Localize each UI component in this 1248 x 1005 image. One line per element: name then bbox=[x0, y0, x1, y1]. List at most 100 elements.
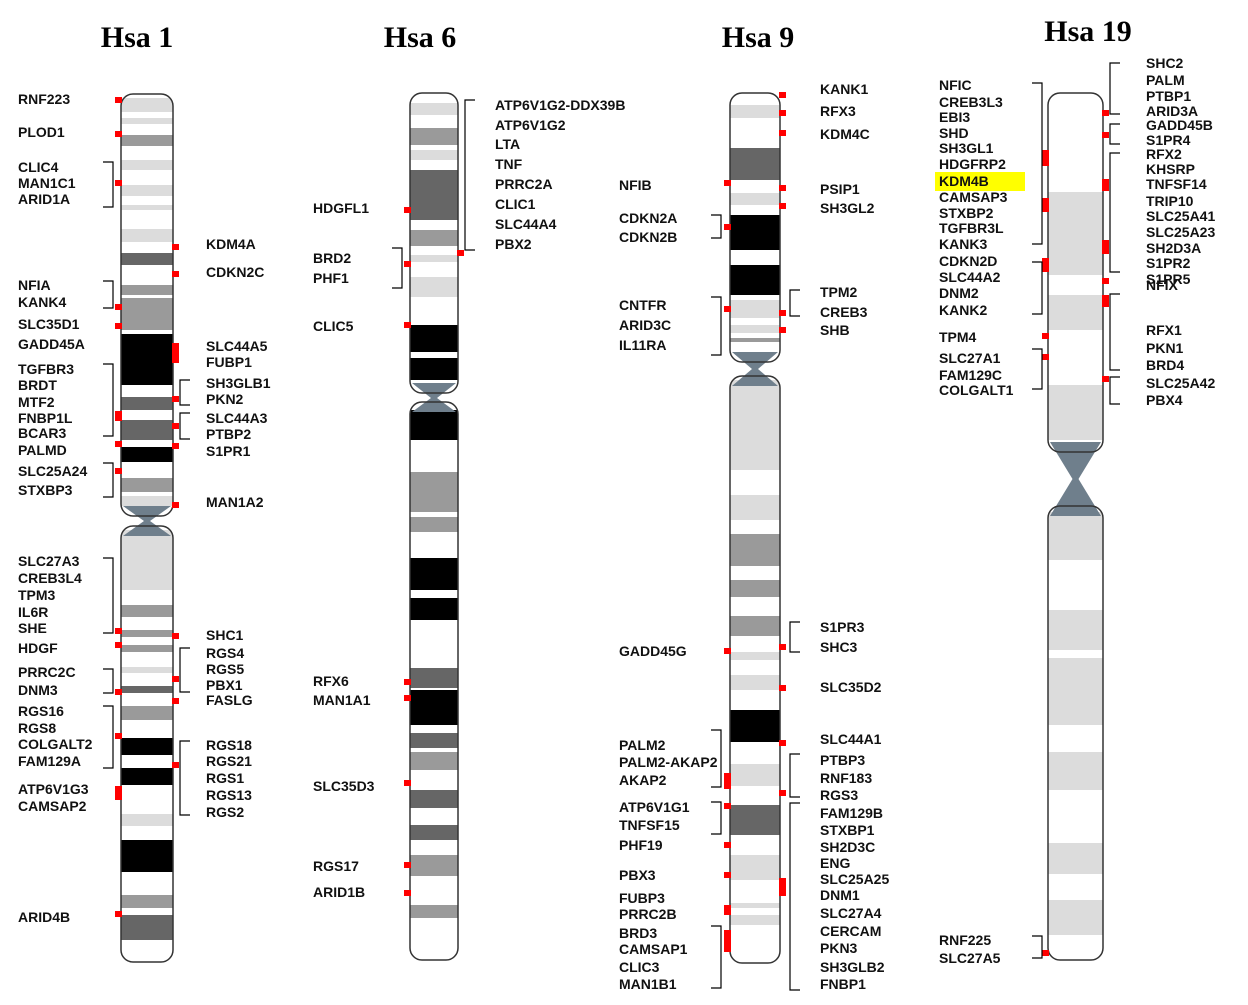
p-arm bbox=[409, 92, 459, 394]
label-bracket bbox=[1109, 376, 1120, 405]
gene-label: LTA bbox=[495, 136, 520, 152]
chromosome-band bbox=[121, 334, 173, 385]
gene-label: SHC2 bbox=[1146, 55, 1184, 71]
chromosome-band bbox=[730, 710, 780, 742]
gene-label: PTBP2 bbox=[206, 426, 251, 442]
gene-marker bbox=[172, 676, 179, 682]
gene-marker bbox=[724, 842, 731, 848]
gene-label: RGS4 bbox=[206, 645, 244, 661]
chromosome-band bbox=[410, 517, 458, 532]
gene-label: PRRC2B bbox=[619, 906, 677, 922]
gene-label: RNF225 bbox=[939, 932, 991, 948]
gene-label: TRIP10 bbox=[1146, 193, 1194, 209]
gene-label: NFIC bbox=[939, 77, 972, 93]
label-bracket bbox=[789, 289, 800, 317]
gene-marker bbox=[172, 271, 179, 277]
gene-label: RNF223 bbox=[18, 91, 70, 107]
gene-label: RGS21 bbox=[206, 753, 252, 769]
label-bracket bbox=[1032, 935, 1043, 959]
chromosome-band bbox=[1048, 610, 1103, 650]
gene-label: PALM2 bbox=[619, 737, 666, 753]
gene-label: RGS17 bbox=[313, 858, 359, 874]
gene-label: CNTFR bbox=[619, 297, 666, 313]
gene-marker bbox=[404, 862, 411, 868]
label-bracket bbox=[1109, 123, 1120, 145]
gene-marker bbox=[172, 502, 179, 508]
chromosome-hsa-9 bbox=[729, 92, 781, 964]
chromosome-band bbox=[1048, 295, 1103, 330]
gene-label: S1PR3 bbox=[820, 619, 865, 635]
gene-marker bbox=[115, 733, 122, 739]
gene-label: PBX2 bbox=[495, 236, 532, 252]
gene-marker bbox=[115, 441, 122, 447]
highlight-box bbox=[935, 172, 1025, 191]
gene-marker bbox=[404, 322, 411, 328]
gene-label: AKAP2 bbox=[619, 772, 667, 788]
gene-label: SH3GLB2 bbox=[820, 959, 885, 975]
gene-label: ARID1B bbox=[313, 884, 365, 900]
chromosome-band bbox=[1048, 843, 1103, 874]
gene-marker bbox=[404, 679, 411, 685]
chromosome-band bbox=[121, 478, 173, 492]
gene-label: TPM4 bbox=[939, 329, 977, 345]
gene-label: KDM4C bbox=[820, 126, 870, 142]
gene-label: ARID4B bbox=[18, 909, 70, 925]
gene-label: RGS18 bbox=[206, 737, 252, 753]
label-bracket bbox=[1032, 261, 1043, 315]
gene-label: S1PR5 bbox=[1146, 271, 1191, 287]
gene-label: KANK3 bbox=[939, 236, 987, 252]
gene-label: RGS5 bbox=[206, 661, 244, 677]
chromosome-band bbox=[121, 645, 173, 652]
gene-marker bbox=[779, 110, 786, 116]
gene-marker bbox=[115, 689, 122, 695]
chromosome-band bbox=[730, 300, 780, 318]
gene-label: KDM4B bbox=[939, 173, 989, 189]
gene-label: CLIC1 bbox=[495, 196, 536, 212]
label-bracket bbox=[392, 247, 403, 289]
gene-marker bbox=[779, 310, 786, 316]
gene-label: MAN1C1 bbox=[18, 175, 76, 191]
gene-label: PSIP1 bbox=[820, 181, 860, 197]
gene-label: CLIC5 bbox=[313, 318, 354, 334]
gene-label: SH3GL2 bbox=[820, 200, 875, 216]
label-bracket bbox=[103, 462, 114, 498]
gene-label: SHC3 bbox=[820, 639, 858, 655]
gene-label: S1PR4 bbox=[1146, 132, 1191, 148]
gene-label: STXBP2 bbox=[939, 205, 994, 221]
gene-label: SLC27A5 bbox=[939, 950, 1001, 966]
chromosome-band bbox=[410, 103, 458, 115]
gene-label: RFX6 bbox=[313, 673, 349, 689]
chromosome-band bbox=[730, 805, 780, 835]
gene-label: SLC25A25 bbox=[820, 871, 889, 887]
gene-marker bbox=[1042, 950, 1049, 956]
gene-label: TNFSF15 bbox=[619, 817, 680, 833]
centromere bbox=[732, 352, 778, 386]
chromosome-band bbox=[121, 298, 173, 308]
gene-label: PBX1 bbox=[206, 677, 243, 693]
gene-label: SLC27A1 bbox=[939, 350, 1001, 366]
chromosome-band bbox=[410, 230, 458, 246]
gene-label: STXBP1 bbox=[820, 822, 875, 838]
label-bracket bbox=[179, 379, 190, 406]
chromosome-band bbox=[730, 616, 780, 636]
gene-marker bbox=[779, 203, 786, 209]
label-bracket bbox=[711, 925, 722, 989]
label-bracket bbox=[464, 99, 475, 251]
gene-label: CDKN2B bbox=[619, 229, 677, 245]
label-bracket bbox=[1109, 152, 1120, 273]
gene-label: PHF1 bbox=[313, 270, 349, 286]
label-bracket bbox=[103, 161, 114, 208]
gene-marker bbox=[779, 685, 786, 691]
gene-label: MTF2 bbox=[18, 394, 55, 410]
gene-label: SLC44A4 bbox=[495, 216, 557, 232]
chromosome-band bbox=[121, 253, 173, 265]
chromosome-band bbox=[410, 825, 458, 840]
gene-label: BRDT bbox=[18, 377, 57, 393]
gene-label: TNF bbox=[495, 156, 523, 172]
gene-label: SHB bbox=[820, 322, 850, 338]
gene-label: ARID3C bbox=[619, 317, 671, 333]
gene-marker bbox=[724, 648, 731, 654]
q-arm bbox=[120, 525, 174, 963]
chromosome-hsa-1 bbox=[120, 93, 174, 963]
